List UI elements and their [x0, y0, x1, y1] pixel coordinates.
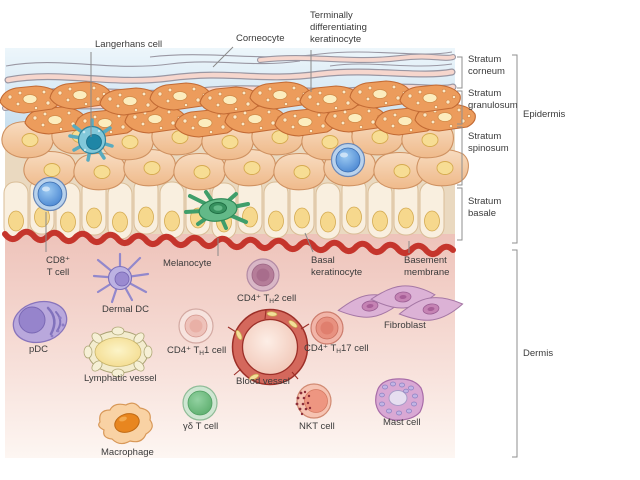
label-epidermis: Epidermis	[523, 109, 566, 120]
leader-lines	[45, 46, 410, 256]
melanocyte-cell	[184, 190, 250, 230]
mast-cell	[375, 378, 424, 421]
label-cd4-th17-cell: CD4⁺ TH17 cell	[304, 343, 369, 355]
label-langerhans-cell: Langerhans cell	[95, 39, 163, 50]
label-fibroblast: Fibroblast	[384, 320, 426, 331]
blood-vessel	[227, 308, 310, 386]
label-stratum-corneum: Stratum corneum	[468, 54, 505, 77]
label-nkt-cell: NKT cell	[299, 421, 335, 432]
label-lymphatic-vessel: Lymphatic vessel	[84, 373, 157, 384]
pdc-cell	[12, 300, 68, 344]
label-stratum-basale: Stratum basale	[468, 196, 502, 219]
dermis-background	[5, 234, 455, 458]
label-stratum-spinosum: Stratum spinosum	[468, 131, 509, 154]
cd8-t-cell	[32, 176, 68, 212]
label-blood-vessel: Blood vessel	[236, 376, 290, 387]
label-cd8-t-cell: CD8⁺ T cell	[45, 255, 71, 278]
basement-membrane-line	[2, 228, 456, 257]
label-terminally-differentiating-keratinocyte: Terminally differentiating keratinocyte	[310, 10, 367, 45]
label-pdc: pDC	[29, 344, 49, 355]
label-cd4-th1-cell: CD4⁺ TH1 cell	[167, 345, 227, 357]
label-dermal-dc: Dermal DC	[102, 304, 149, 315]
label-basal-keratinocyte: Basal keratinocyte	[311, 255, 363, 278]
label-dermis: Dermis	[523, 348, 554, 359]
label-macrophage: Macrophage	[101, 447, 154, 458]
dermal-dc-cell	[92, 252, 150, 304]
label-corneocyte: Corneocyte	[236, 33, 285, 44]
macrophage-cell	[98, 402, 153, 445]
label-melanocyte: Melanocyte	[163, 258, 212, 269]
label-basement-membrane: Basement membrane	[404, 255, 450, 278]
stratum-granulosum-cells	[0, 80, 476, 138]
gamma-delta-t-cell	[182, 385, 218, 421]
langerhans-cell	[68, 118, 114, 162]
epidermal-t-cell	[330, 142, 366, 178]
label-cd4-th2-cell: CD4⁺ TH2 cell	[237, 293, 297, 305]
label-stratum-granulosum: Stratum granulosum	[468, 88, 518, 111]
layer-brackets	[457, 54, 518, 458]
label-mast-cell: Mast cell	[383, 417, 421, 428]
nkt-cell	[295, 383, 332, 419]
cd4-th1-cell	[178, 308, 214, 344]
cd4-th2-cell	[246, 258, 280, 292]
cd4-th17-cell	[310, 311, 344, 345]
label-gamma-delta-t-cell: γδ T cell	[183, 421, 219, 432]
lymphatic-vessel	[83, 326, 153, 378]
